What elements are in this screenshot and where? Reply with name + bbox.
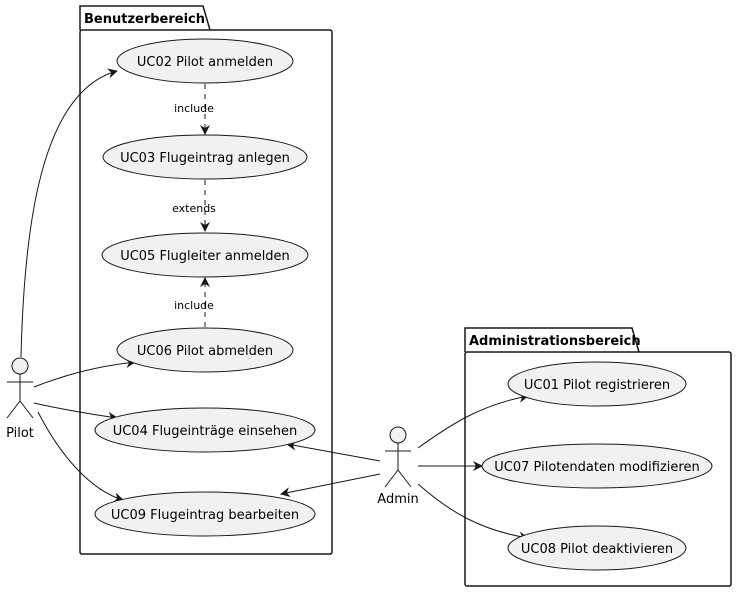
association-pilot-uc06 — [33, 358, 136, 388]
use-case-uc04[interactable]: UC04 Flugeinträge einsehen — [94, 407, 316, 453]
package-title: Administrationsbereich — [469, 334, 641, 349]
use-case-label: UC07 Pilotendaten modifizieren — [494, 460, 699, 475]
use-case-uc05[interactable]: UC05 Flugleiter anmelden — [101, 232, 309, 278]
package-title: Benutzerbereich — [84, 12, 205, 27]
relations — [20, 68, 529, 542]
actor-leg — [19, 400, 34, 419]
association-admin-uc04 — [286, 440, 381, 462]
actor-pilot[interactable]: Pilot — [6, 357, 34, 441]
actor-leg — [397, 469, 412, 488]
association-pilot-uc02 — [20, 68, 118, 358]
actor-label: Pilot — [6, 426, 34, 441]
actor-head — [11, 357, 29, 375]
association-pilot-uc09 — [37, 411, 124, 503]
use-case-uc02[interactable]: UC02 Pilot anmelden — [116, 38, 294, 84]
actor-leg — [6, 400, 21, 419]
relation-label: include — [174, 102, 214, 115]
package-tab — [79, 5, 211, 31]
use-case-uc01[interactable]: UC01 Pilot registrieren — [507, 361, 687, 407]
use-case-uc09[interactable]: UC09 Flugeintrag bearbeiten — [94, 491, 316, 537]
use-case-label: UC05 Flugleiter anmelden — [120, 249, 290, 264]
actor-head — [389, 426, 407, 444]
association-admin-uc09 — [280, 473, 381, 498]
use-case-label: UC03 Flugeintrag anlegen — [120, 151, 290, 166]
association-admin-uc08 — [417, 483, 529, 542]
use-case-label: UC02 Pilot anmelden — [137, 55, 273, 70]
relation-labels: include extends include — [172, 102, 216, 312]
association-admin-uc01 — [417, 392, 529, 449]
relation-label: include — [174, 299, 214, 312]
association-pilot-uc04 — [33, 402, 118, 422]
package-tab — [464, 327, 640, 353]
use-case-label: UC01 Pilot registrieren — [524, 378, 670, 393]
actor-label: Admin — [377, 492, 418, 507]
use-case-uc06[interactable]: UC06 Pilot abmelden — [116, 327, 294, 373]
use-case-uc07[interactable]: UC07 Pilotendaten modifizieren — [481, 443, 713, 489]
use-case-uc03[interactable]: UC03 Flugeintrag anlegen — [102, 134, 308, 180]
use-case-label: UC09 Flugeintrag bearbeiten — [111, 508, 299, 523]
package-benutzerbereich: Benutzerbereich — [79, 5, 333, 555]
actor-admin[interactable]: Admin — [377, 426, 419, 507]
use-case-label: UC06 Pilot abmelden — [137, 344, 273, 359]
use-case-label: UC08 Pilot deaktivieren — [521, 542, 673, 557]
use-case-uc08[interactable]: UC08 Pilot deaktivieren — [507, 525, 687, 571]
relation-label: extends — [172, 202, 216, 215]
use-case-label: UC04 Flugeinträge einsehen — [113, 424, 298, 439]
actor-leg — [384, 469, 399, 488]
